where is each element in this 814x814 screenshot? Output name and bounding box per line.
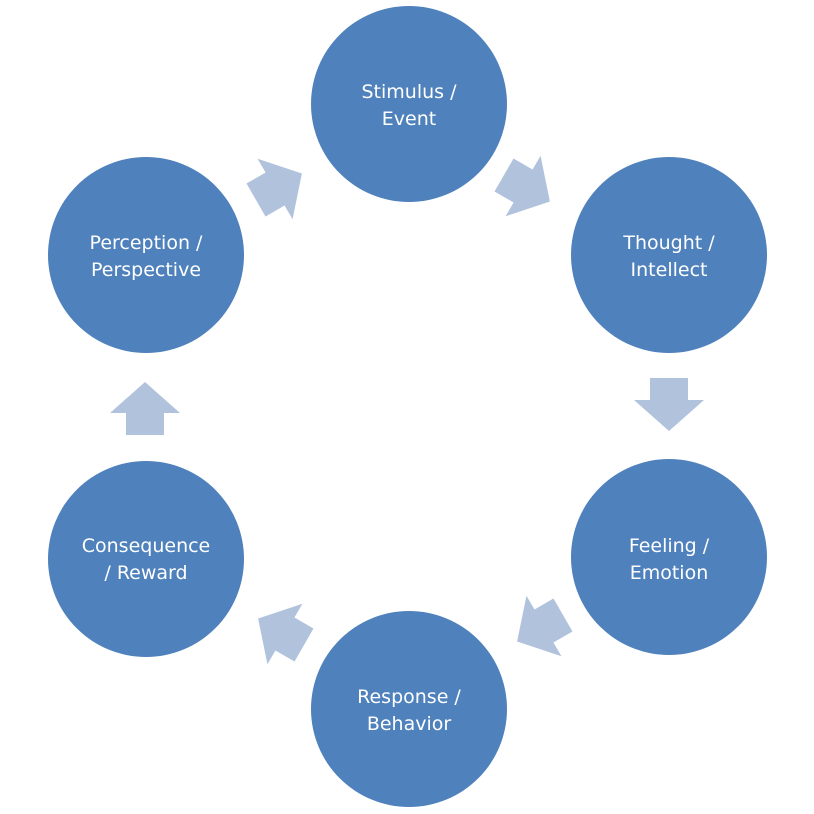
- node-label-line1: Response /: [357, 686, 461, 708]
- node-consequence: Consequence / Reward: [48, 461, 244, 657]
- node-circle: [571, 157, 767, 353]
- arrow-feeling-to-response: [517, 595, 573, 657]
- node-label: / Reward: [104, 562, 187, 584]
- node-label-line2: Emotion: [630, 562, 709, 584]
- node-label: Response /: [357, 686, 461, 708]
- node-feeling: Feeling / Emotion: [571, 459, 767, 655]
- node-label-line1: Perception /: [90, 232, 203, 254]
- arrow-perception-to-stimulus: [246, 158, 302, 220]
- node-label: Feeling /: [629, 535, 710, 557]
- node-circle: [571, 459, 767, 655]
- node-label: Stimulus /: [362, 81, 458, 103]
- node-label-line2: / Reward: [104, 562, 187, 584]
- arrow-consequence-to-perception: [110, 382, 180, 435]
- node-thought: Thought / Intellect: [571, 157, 767, 353]
- node-label: Perception /: [90, 232, 203, 254]
- node-label-line2: Perspective: [91, 259, 201, 281]
- node-label: Intellect: [631, 259, 708, 281]
- node-label: Event: [382, 108, 436, 130]
- node-label-line1: Consequence: [82, 535, 211, 557]
- node-label-line2: Event: [382, 108, 436, 130]
- node-circle: [311, 611, 507, 807]
- node-label-line1: Feeling /: [629, 535, 710, 557]
- node-stimulus: Stimulus / Event: [311, 6, 507, 202]
- node-label: Behavior: [367, 713, 452, 735]
- arrow-response-to-consequence: [258, 603, 314, 665]
- node-perception: Perception / Perspective: [48, 157, 244, 353]
- node-circle: [311, 6, 507, 202]
- node-response: Response / Behavior: [311, 611, 507, 807]
- cycle-arrows: [110, 155, 704, 665]
- node-label-line1: Thought /: [622, 232, 715, 254]
- node-label: Thought /: [622, 232, 715, 254]
- node-label-line2: Behavior: [367, 713, 452, 735]
- node-label: Perspective: [91, 259, 201, 281]
- node-label-line2: Intellect: [631, 259, 708, 281]
- arrow-thought-to-feeling: [634, 378, 704, 431]
- node-label: Emotion: [630, 562, 709, 584]
- node-circle: [48, 157, 244, 353]
- node-circle: [48, 461, 244, 657]
- arrow-stimulus-to-thought: [494, 155, 550, 217]
- node-label-line1: Stimulus /: [362, 81, 458, 103]
- node-label: Consequence: [82, 535, 211, 557]
